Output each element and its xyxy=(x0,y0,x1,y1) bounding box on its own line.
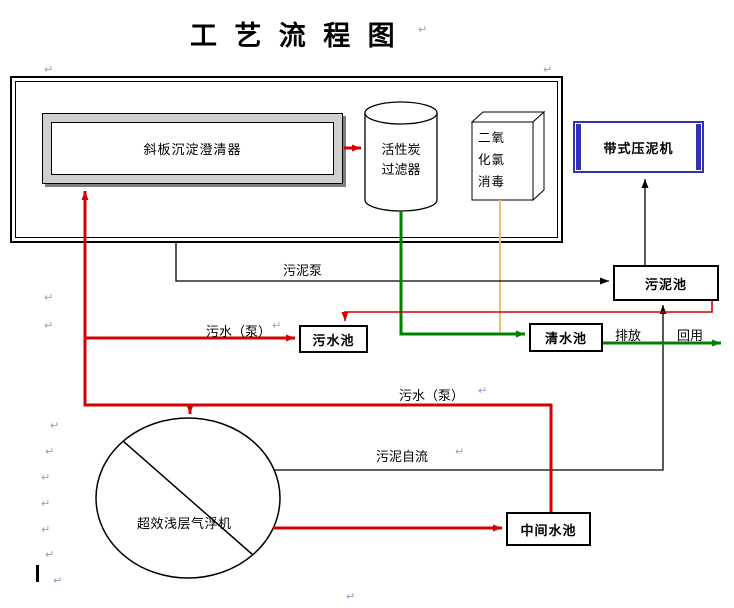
flotation-diagonal-line xyxy=(122,440,254,556)
margin-marker xyxy=(36,565,39,582)
return-mark-icon: ↵ xyxy=(418,23,428,36)
disinfection-box-front-face[interactable] xyxy=(471,121,534,201)
belt-press-box[interactable]: 带式压泥机 xyxy=(573,121,704,173)
flow-sludge-pump-line xyxy=(175,243,609,285)
intermediate-tank-box[interactable]: 中间水池 xyxy=(506,512,591,546)
return-mark-icon: ↵ xyxy=(44,319,54,332)
process-unit-frame-inner xyxy=(15,81,558,238)
return-mark-icon: ↵ xyxy=(44,291,54,304)
disinfection-box-side-face xyxy=(532,110,545,202)
return-mark-icon: ↵ xyxy=(41,497,51,510)
disinfection-label: 二氧 化氯 消毒 xyxy=(478,127,526,193)
page-title: 工 艺 流 程 图 xyxy=(190,21,399,52)
clarifier-box[interactable]: 斜板沉淀澄清器 xyxy=(42,113,343,184)
return-mark-icon: ↵ xyxy=(53,574,63,587)
flotation-label: 超效浅层气浮机 xyxy=(137,517,232,532)
clarifier-box-face: 斜板沉淀澄清器 xyxy=(51,122,334,175)
return-mark-icon: ↵ xyxy=(41,523,51,536)
return-mark-icon: ↵ xyxy=(45,445,55,458)
return-mark-icon: ↵ xyxy=(41,471,51,484)
disinfection-label-line2: 化氯 xyxy=(478,152,506,167)
flow-filter-to-clean-tank-line xyxy=(399,211,525,338)
carbon-filter-cylinder-top xyxy=(364,101,438,125)
return-mark-icon: ↵ xyxy=(543,63,553,76)
wastewater-tank-box[interactable]: 污水池 xyxy=(299,325,368,353)
sewage-pump-label-mid: 污水（泵） xyxy=(399,389,465,404)
intermediate-tank-label: 中间水池 xyxy=(520,523,577,539)
carbon-filter-label-line1: 活性炭 xyxy=(381,143,421,158)
carbon-filter-cylinder-body[interactable] xyxy=(364,113,438,212)
wastewater-tank-label: 污水池 xyxy=(312,333,355,349)
reuse-label: 回用 xyxy=(677,329,704,344)
return-mark-icon: ↵ xyxy=(478,384,488,397)
disinfection-box-top-face xyxy=(470,111,546,123)
discharge-label: 排放 xyxy=(615,329,642,344)
sludge-pump-label: 污泥泵 xyxy=(283,264,323,279)
disinfection-label-line3: 消毒 xyxy=(478,174,506,189)
flow-midtank-to-clarifier-line xyxy=(81,191,553,512)
disinfection-label-line1: 二氧 xyxy=(478,130,506,145)
flow-sludge-tank-return-line xyxy=(341,301,713,321)
sewage-pump-label-left: 污水（泵） xyxy=(206,325,272,340)
return-mark-icon: ↵ xyxy=(346,590,356,603)
process-unit-frame[interactable] xyxy=(10,76,563,243)
carbon-filter-label: 活性炭 过滤器 xyxy=(366,141,436,181)
sludge-tank-label: 污泥池 xyxy=(644,277,687,293)
clarifier-label: 斜板沉淀澄清器 xyxy=(143,143,242,158)
return-mark-icon: ↵ xyxy=(44,63,54,76)
return-mark-icon: ↵ xyxy=(272,319,282,332)
belt-press-label: 带式压泥机 xyxy=(603,141,674,157)
return-mark-icon: ↵ xyxy=(45,548,55,561)
clean-tank-box[interactable]: 清水池 xyxy=(529,323,603,352)
flow-sludge-gravity-line xyxy=(274,305,667,471)
sludge-tank-box[interactable]: 污泥池 xyxy=(613,265,719,301)
clean-tank-label: 清水池 xyxy=(544,332,587,347)
return-mark-icon: ↵ xyxy=(455,445,465,458)
carbon-filter-label-line2: 过滤器 xyxy=(381,163,421,178)
return-mark-icon: ↵ xyxy=(50,419,60,432)
sludge-gravity-label: 污泥自流 xyxy=(376,450,429,465)
